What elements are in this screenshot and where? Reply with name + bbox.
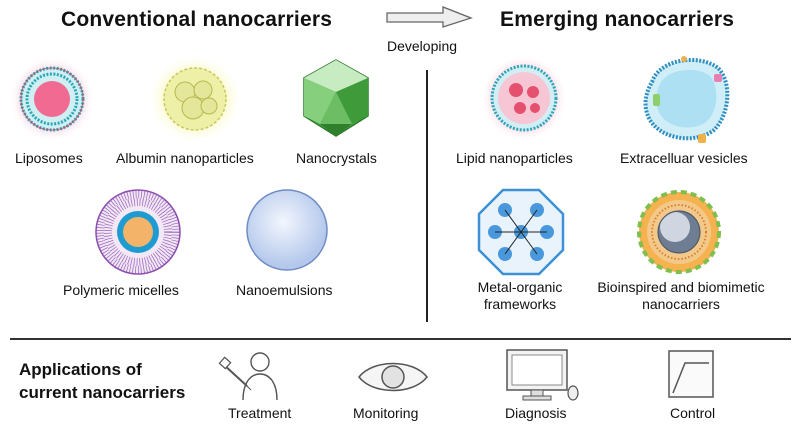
extracellular-vesicle-illustration: [643, 56, 730, 143]
lipid-nanoparticles-label: Lipid nanoparticles: [456, 150, 573, 166]
mof-label-line2: frameworks: [483, 296, 557, 312]
polymeric-micelles-label: Polymeric micelles: [63, 282, 179, 298]
monitoring-label: Monitoring: [353, 405, 419, 421]
nanoemulsions-label: Nanoemulsions: [236, 282, 333, 298]
eye-icon: [358, 362, 428, 392]
lipid-nanoparticle-illustration: [480, 54, 568, 142]
developing-label: Developing: [387, 38, 458, 54]
applications-title: Applications of current nanocarriers: [19, 358, 185, 404]
nanocrystal-illustration: [303, 59, 369, 137]
nanocrystals-label: Nanocrystals: [296, 150, 377, 166]
bioinspired-label: Bioinspired and biomimetic nanocarriers: [596, 279, 766, 313]
applications-title-line2: current nanocarriers: [19, 383, 186, 402]
conventional-title: Conventional nanocarriers: [61, 8, 333, 31]
vertical-divider: [426, 70, 428, 322]
metal-organic-framework-illustration: [477, 188, 565, 276]
bioinspired-label-line1: Bioinspired and biomimetic: [597, 279, 765, 295]
extracellular-vesicles-label: Extracelluar vesicles: [620, 150, 748, 166]
mof-label: Metal-organic frameworks: [470, 279, 570, 313]
release-curve-icon: [668, 350, 714, 398]
mof-label-line1: Metal-organic: [477, 279, 563, 295]
developing-arrow-icon: [386, 6, 473, 28]
liposome-illustration: [9, 56, 95, 142]
treatment-icon: [218, 352, 278, 401]
diagnosis-label: Diagnosis: [505, 405, 567, 421]
nanoemulsion-illustration: [246, 189, 328, 271]
control-label: Control: [670, 405, 716, 421]
treatment-label: Treatment: [228, 405, 292, 421]
applications-title-line1: Applications of: [19, 360, 142, 379]
horizontal-divider: [10, 338, 791, 340]
bioinspired-label-line2: nanocarriers: [642, 296, 720, 312]
emerging-title: Emerging nanocarriers: [500, 8, 735, 31]
albumin-nanoparticle-illustration: [147, 54, 243, 144]
computer-monitor-icon: [506, 349, 579, 401]
polymeric-micelle-illustration: [95, 189, 181, 275]
biomimetic-nanocarrier-illustration: [637, 190, 721, 274]
liposomes-label: Liposomes: [15, 150, 83, 166]
albumin-label: Albumin nanoparticles: [116, 150, 254, 166]
